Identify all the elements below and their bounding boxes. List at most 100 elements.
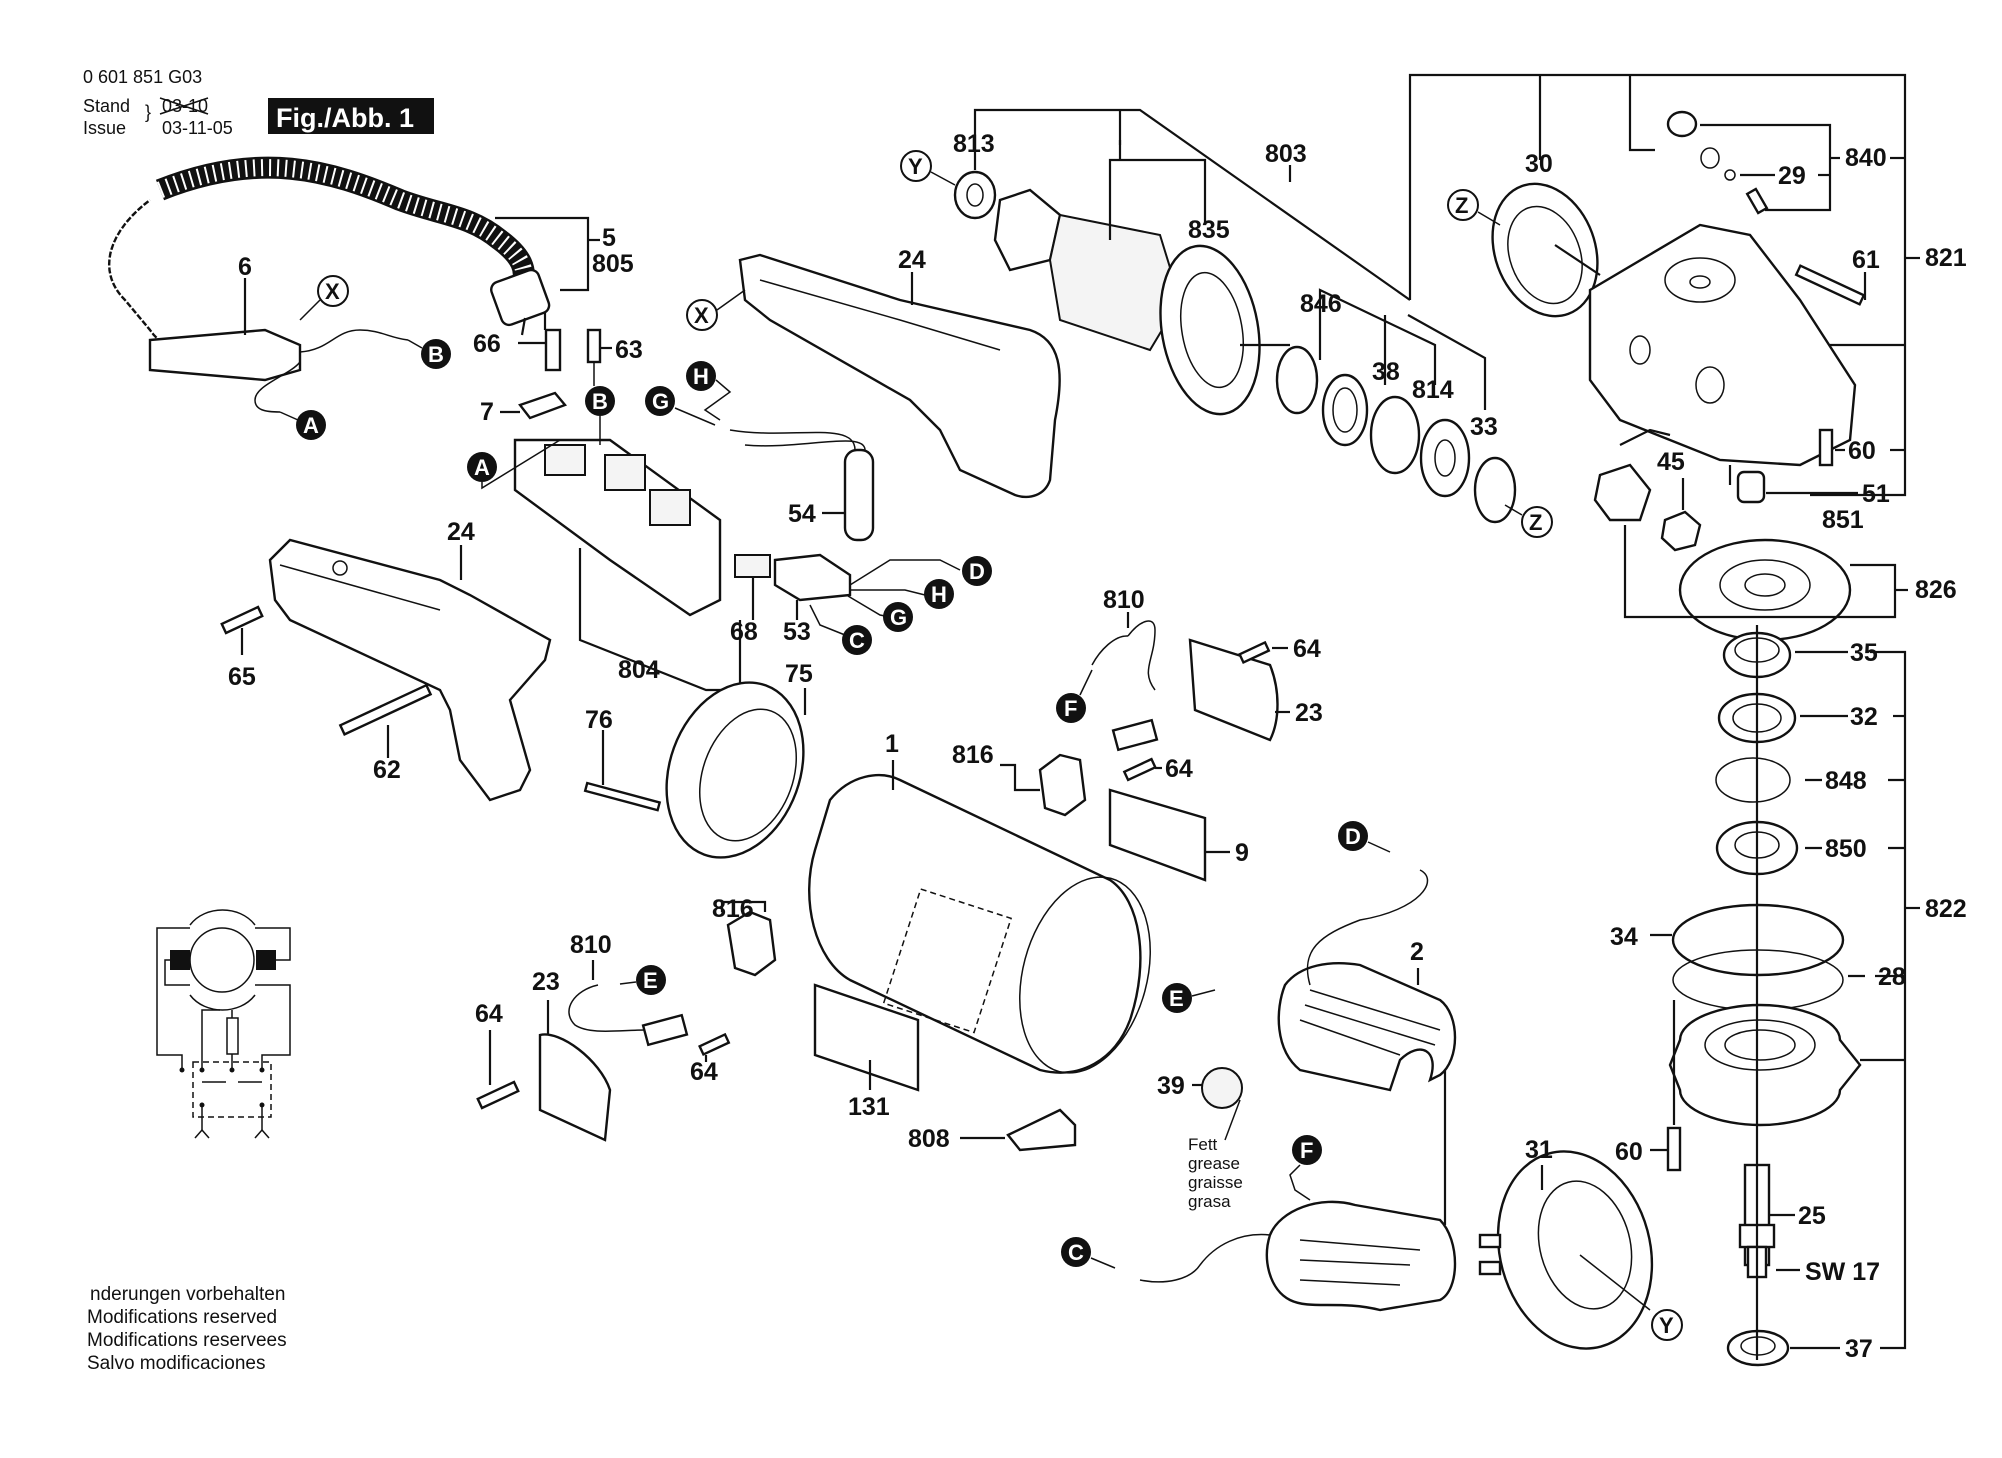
svg-text:E: E <box>1169 986 1184 1011</box>
part-label-60-top: 60 <box>1848 437 1876 465</box>
grease-note-de: Fett <box>1188 1135 1218 1154</box>
callouts: X X Y Y Z Z A A B B C C D D E E F F G G … <box>279 150 1683 1341</box>
wiring-schematic <box>156 909 291 1139</box>
bracket-821 <box>1408 73 1907 497</box>
bushing-51-icon <box>1736 470 1766 504</box>
part-label-32: 32 <box>1850 703 1878 731</box>
label-131-icon <box>813 983 920 1092</box>
callout-h-switch-top: H <box>686 361 732 421</box>
callout-g-switch-top: G <box>645 386 716 426</box>
crown-gear-826 <box>1678 538 1852 642</box>
cap-840-icon <box>1666 110 1698 138</box>
svg-text:H: H <box>931 582 947 607</box>
gear-housing-821 <box>1588 223 1857 485</box>
part-label-24-upper: 24 <box>898 246 926 274</box>
part-label-848: 848 <box>1825 767 1867 795</box>
screw-60-top-icon <box>1818 428 1834 467</box>
issue-label: Issue <box>83 118 126 138</box>
callout-e-brush: E <box>619 965 666 995</box>
screw-64-icon <box>698 1032 731 1057</box>
part-label-23-lower: 23 <box>532 968 560 996</box>
callout-h-switch-bottom: H <box>924 579 954 609</box>
part-label-826: 826 <box>1915 576 1957 604</box>
callout-g-switch-bottom: G <box>883 602 913 632</box>
field-coil-2 <box>1277 869 1457 1092</box>
footer-line-fr: Modifications reservees <box>87 1330 287 1351</box>
part-label-131: 131 <box>848 1093 890 1121</box>
brush-lower <box>476 900 777 1142</box>
svg-text:B: B <box>428 342 444 367</box>
part-label-61: 61 <box>1852 246 1880 274</box>
brush-cap-23-icon <box>1188 638 1279 742</box>
part-label-835: 835 <box>1188 216 1230 244</box>
part-label-65: 65 <box>228 663 256 691</box>
part-label-7: 7 <box>480 398 494 426</box>
part-label-23-upper: 23 <box>1295 699 1323 727</box>
svg-text:Z: Z <box>1455 193 1468 218</box>
part-label-68: 68 <box>730 618 758 646</box>
callout-z-gear: Z <box>1447 189 1501 226</box>
part-label-805: 805 <box>592 250 634 278</box>
part-label-816-lower: 816 <box>712 895 754 923</box>
brush-holder-816-icon <box>1038 753 1087 817</box>
footer-line-en: Modifications reserved <box>87 1307 277 1328</box>
brush-icon <box>1111 718 1159 752</box>
cord-strain-relief <box>148 328 302 382</box>
svg-text:D: D <box>1345 824 1361 849</box>
svg-text:Y: Y <box>908 154 923 179</box>
part-label-64-left: 64 <box>475 1000 503 1028</box>
screw-66-icon <box>544 328 562 372</box>
bearing-cover-31 <box>1478 1150 1654 1350</box>
bearing-33-icon <box>1473 456 1517 524</box>
part-label-39: 39 <box>1157 1072 1185 1100</box>
handle-half-lower <box>220 538 552 802</box>
part-label-5: 5 <box>602 224 616 252</box>
part-label-816-upper: 816 <box>952 741 994 769</box>
stand-date-struck: 03-10 <box>159 96 209 116</box>
svg-text:A: A <box>303 413 319 438</box>
part-label-30: 30 <box>1525 150 1553 178</box>
brace-icon: } <box>145 102 151 122</box>
part-label-34: 34 <box>1610 923 1638 951</box>
label-9-icon <box>1108 788 1207 882</box>
footer-line-de: nderungen vorbehalten <box>90 1284 285 1305</box>
part-label-810-lower: 810 <box>570 931 612 959</box>
part-label-6: 6 <box>238 253 252 281</box>
bracket-822 <box>1650 650 1920 1350</box>
rings-bearings <box>1275 288 1517 524</box>
callout-d-switch: D <box>962 556 992 586</box>
svg-text:B: B <box>592 389 608 414</box>
screw-60-lower-icon <box>1666 1126 1682 1172</box>
bearing-flange-icon <box>1668 1003 1862 1127</box>
brush-icon <box>641 1013 689 1047</box>
part-label-64-mid: 64 <box>1165 755 1193 783</box>
switch-assembly <box>500 328 961 692</box>
figure-label: Fig./Abb. 1 <box>276 103 414 133</box>
part-label-29: 29 <box>1778 162 1806 190</box>
screw-63-icon <box>586 328 602 364</box>
part-label-821: 821 <box>1925 244 1967 272</box>
callout-a-switch: A <box>467 439 561 490</box>
part-label-54: 54 <box>788 500 816 528</box>
brush-upper <box>1000 612 1290 882</box>
part-label-sw17: SW 17 <box>1805 1258 1880 1286</box>
callout-y-cover: Y <box>1651 1309 1683 1341</box>
svg-text:C: C <box>1068 1240 1084 1265</box>
carbon-brush-right-icon <box>256 950 276 970</box>
screw-65-icon <box>220 605 264 635</box>
part-label-813: 813 <box>953 130 995 158</box>
screw-61-icon <box>1794 264 1866 306</box>
switch-804-icon <box>513 438 722 617</box>
svg-text:G: G <box>890 605 907 630</box>
part-label-64-lower: 64 <box>690 1058 718 1086</box>
callout-y-bearing: Y <box>900 150 956 186</box>
callout-x-cord: X <box>299 275 349 321</box>
pin-icon <box>1745 187 1769 215</box>
bracket-803 <box>973 108 1411 301</box>
armature-835 <box>993 140 1290 416</box>
part-label-851: 851 <box>1822 506 1864 534</box>
part-label-53: 53 <box>783 618 811 646</box>
figure-label-box <box>268 98 434 134</box>
callout-z-bearing: Z <box>1504 504 1553 538</box>
